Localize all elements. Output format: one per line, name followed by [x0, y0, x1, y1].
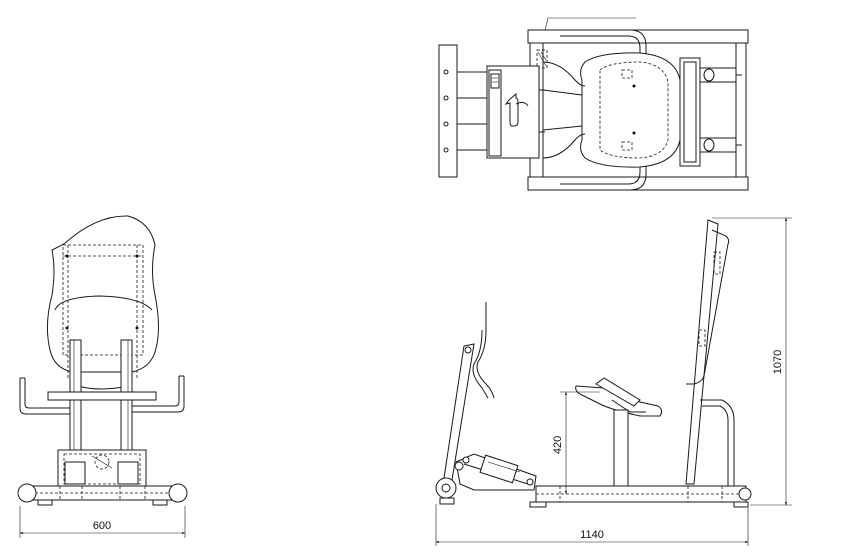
side-seat-lever — [595, 377, 641, 407]
side-cable — [476, 302, 495, 399]
front-left-wheel — [17, 483, 37, 503]
front-seat-frame-hidden — [62, 244, 144, 356]
front-right-wheel — [168, 483, 188, 503]
side-view: 1140 1070 420 — [435, 217, 792, 546]
top-frame-upper-rail — [527, 29, 749, 44]
front-right-foot — [152, 499, 168, 506]
top-frame-right-rail — [735, 42, 747, 178]
top-seat — [580, 52, 683, 168]
front-seat-inner — [54, 295, 153, 311]
dim-front-width: 600 — [93, 520, 111, 532]
top-handle-bar — [560, 29, 647, 60]
front-seat-back — [46, 215, 159, 373]
front-view: 600 — [17, 215, 188, 538]
front-left-handle — [19, 378, 70, 415]
top-direction-arrow — [504, 92, 519, 127]
front-left-handle-outer — [24, 378, 70, 409]
front-right-handle — [132, 376, 185, 413]
dim-side-height: 1070 — [772, 350, 784, 374]
top-left-plate — [438, 44, 458, 178]
front-right-handle-outer — [132, 376, 180, 407]
dim-seat-height: 420 — [552, 436, 564, 454]
side-front-wheel — [435, 477, 457, 499]
top-frame-lower-rail — [527, 176, 749, 191]
front-left-foot — [37, 499, 53, 506]
top-view — [438, 17, 749, 191]
dim-side-length: 1140 — [580, 529, 604, 541]
front-seat-plate — [47, 391, 157, 401]
side-backrest — [685, 219, 719, 485]
side-seat-post — [613, 409, 629, 489]
